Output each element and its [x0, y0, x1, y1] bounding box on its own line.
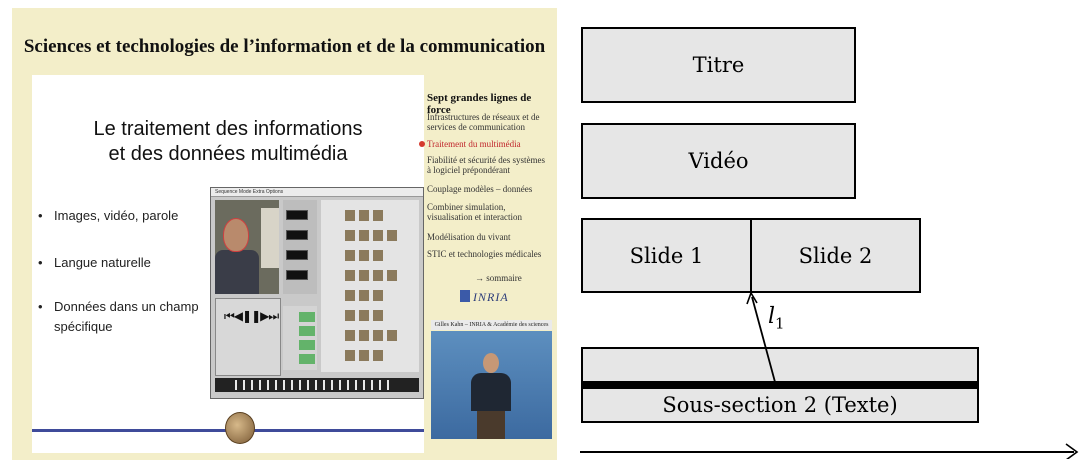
- thumbnail: [359, 250, 369, 261]
- time-axis-arrowhead: [1065, 443, 1079, 459]
- thumbnail: [359, 270, 369, 281]
- edit-button: [299, 340, 315, 350]
- academy-seal-icon: [225, 412, 255, 444]
- sidebar-item: Fiabilité et sécurité des systèmes à log…: [427, 155, 545, 175]
- thumbnail: [373, 290, 383, 301]
- inria-logo: INRIA: [460, 290, 509, 305]
- slide-content: Le traitement des informations et des do…: [32, 75, 424, 453]
- thumbnail: [345, 350, 355, 361]
- thumbnail: [345, 290, 355, 301]
- video-caption: Gilles Kahn – INRIA & Académie des scien…: [431, 320, 552, 330]
- lectern: [477, 411, 505, 439]
- thumbnail: [373, 310, 383, 321]
- thumbnail: [359, 290, 369, 301]
- thumbnail: [345, 230, 355, 241]
- app-video-frame: [215, 200, 279, 294]
- app-counters: [283, 200, 317, 294]
- lcd-display: [286, 210, 308, 220]
- sidebar-item: STIC et technologies médicales: [427, 249, 542, 259]
- speaker-face: [223, 218, 249, 252]
- section-separator-bar: [581, 381, 979, 389]
- box-slide-1: Slide 1: [581, 218, 752, 293]
- link-l1-arrow: [751, 296, 776, 383]
- playback-icons: ⏮◀❚❚▶⏭: [224, 309, 279, 323]
- app-playback-controls: ⏮◀❚❚▶⏭: [215, 298, 281, 376]
- thumbnail: [387, 270, 397, 281]
- app-edit-buttons: [283, 306, 317, 370]
- thumbnail: [345, 250, 355, 261]
- sommaire-link: → sommaire: [475, 273, 522, 283]
- box-video: Vidéo: [581, 123, 856, 199]
- edit-button: [299, 326, 315, 336]
- thumbnail: [373, 230, 383, 241]
- edit-button: [299, 354, 315, 364]
- sidebar-item: Infrastructures de réseaux et de service…: [427, 112, 540, 132]
- thumbnail: [345, 210, 355, 221]
- thumbnail: [373, 350, 383, 361]
- app-thumbnail-grid: [321, 200, 419, 372]
- thumbnail: [345, 310, 355, 321]
- app-menu-bar: Sequence Mode Extra Options: [211, 188, 423, 197]
- thumbnail: [373, 210, 383, 221]
- box-titre: Titre: [581, 27, 856, 103]
- thumbnail: [359, 330, 369, 341]
- thumbnail: [387, 230, 397, 241]
- speaker-body: [215, 250, 259, 294]
- sidebar-item: Couplage modèles – données: [427, 184, 533, 194]
- thumbnail: [359, 310, 369, 321]
- sidebar-item: Modélisation du vivant: [427, 232, 511, 242]
- slide-heading-line-2: et des données multimédia: [108, 143, 348, 165]
- thumbnail: [387, 330, 397, 341]
- box-sous-section: Sous-section 2 (Texte): [581, 387, 979, 423]
- slide-heading: Le traitement des informations et des do…: [32, 117, 424, 167]
- thumbnail: [345, 270, 355, 281]
- app-timeline: [215, 378, 419, 392]
- thumbnail: [359, 230, 369, 241]
- box-slide-2: Slide 2: [750, 218, 921, 293]
- sidebar-title: Sept grandes lignes de force: [427, 92, 532, 116]
- thumbnail: [359, 210, 369, 221]
- sidebar-item-active: Traitement du multimédia: [427, 139, 521, 149]
- sidebar-item: Combiner simulation, visualisation et in…: [427, 202, 522, 222]
- bullet-item: Images, vidéo, parole: [38, 206, 205, 226]
- slide-screenshot: Sciences et technologies de l’informatio…: [12, 8, 557, 460]
- bullet-item: Langue naturelle: [38, 253, 205, 273]
- link-l1-arrowhead: [746, 291, 758, 305]
- lcd-display: [286, 270, 308, 280]
- edit-button: [299, 312, 315, 322]
- inria-logo-icon: [460, 290, 470, 302]
- thumbnail: [373, 270, 383, 281]
- speaker-video-thumbnail: [431, 331, 552, 439]
- slide-heading-line-1: Le traitement des informations: [93, 118, 363, 140]
- current-item-dot-icon: [419, 141, 425, 147]
- thumbnail: [359, 350, 369, 361]
- thumbnail: [373, 330, 383, 341]
- thumbnail: [373, 250, 383, 261]
- speaker-head: [483, 353, 499, 373]
- lcd-display: [286, 250, 308, 260]
- slide-main-title: Sciences et technologies de l’informatio…: [23, 36, 546, 57]
- lcd-display: [286, 230, 308, 240]
- speaker-torso: [471, 373, 511, 411]
- bullet-item: Données dans un champ spécifique: [38, 297, 205, 337]
- video-annotation-tool-screenshot: Sequence Mode Extra Options ⏮◀❚❚▶⏭: [210, 187, 424, 399]
- whiteboard: [261, 208, 279, 268]
- thumbnail: [345, 330, 355, 341]
- link-label-l1: l1: [768, 304, 785, 333]
